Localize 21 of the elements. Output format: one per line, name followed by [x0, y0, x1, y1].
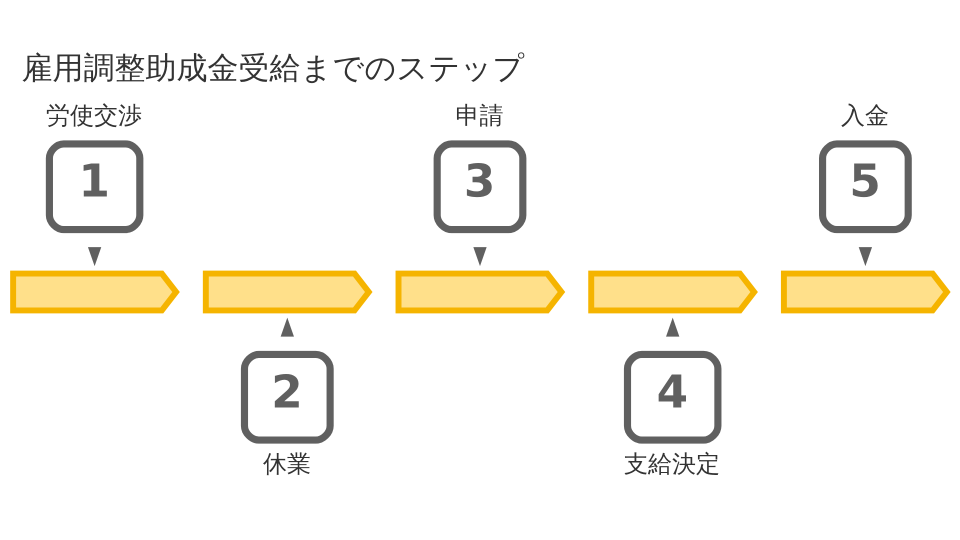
node-chevron [588, 270, 758, 314]
node-chevron [780, 270, 951, 314]
node-box: 1 [46, 140, 144, 234]
arrow [473, 247, 487, 266]
node-box: 2 [240, 350, 334, 444]
diagram-title: 雇用調整助成金受給までのステップ [22, 50, 525, 86]
arrow [666, 318, 680, 337]
arrow [88, 247, 102, 266]
node-label: 休業 [262, 450, 311, 478]
arrow [858, 247, 872, 266]
node-label: 支給決定 [624, 450, 720, 478]
node-chevron [396, 270, 566, 314]
node-label: 入金 [841, 102, 890, 130]
node-box: 3 [434, 140, 526, 234]
arrow [280, 318, 294, 337]
node-box: 4 [624, 350, 722, 444]
node-label: 労使交渉 [46, 102, 142, 130]
node-box: 5 [819, 140, 912, 234]
node-label: 申請 [456, 102, 504, 130]
node-chevron [10, 270, 180, 314]
node-chevron [202, 270, 373, 314]
